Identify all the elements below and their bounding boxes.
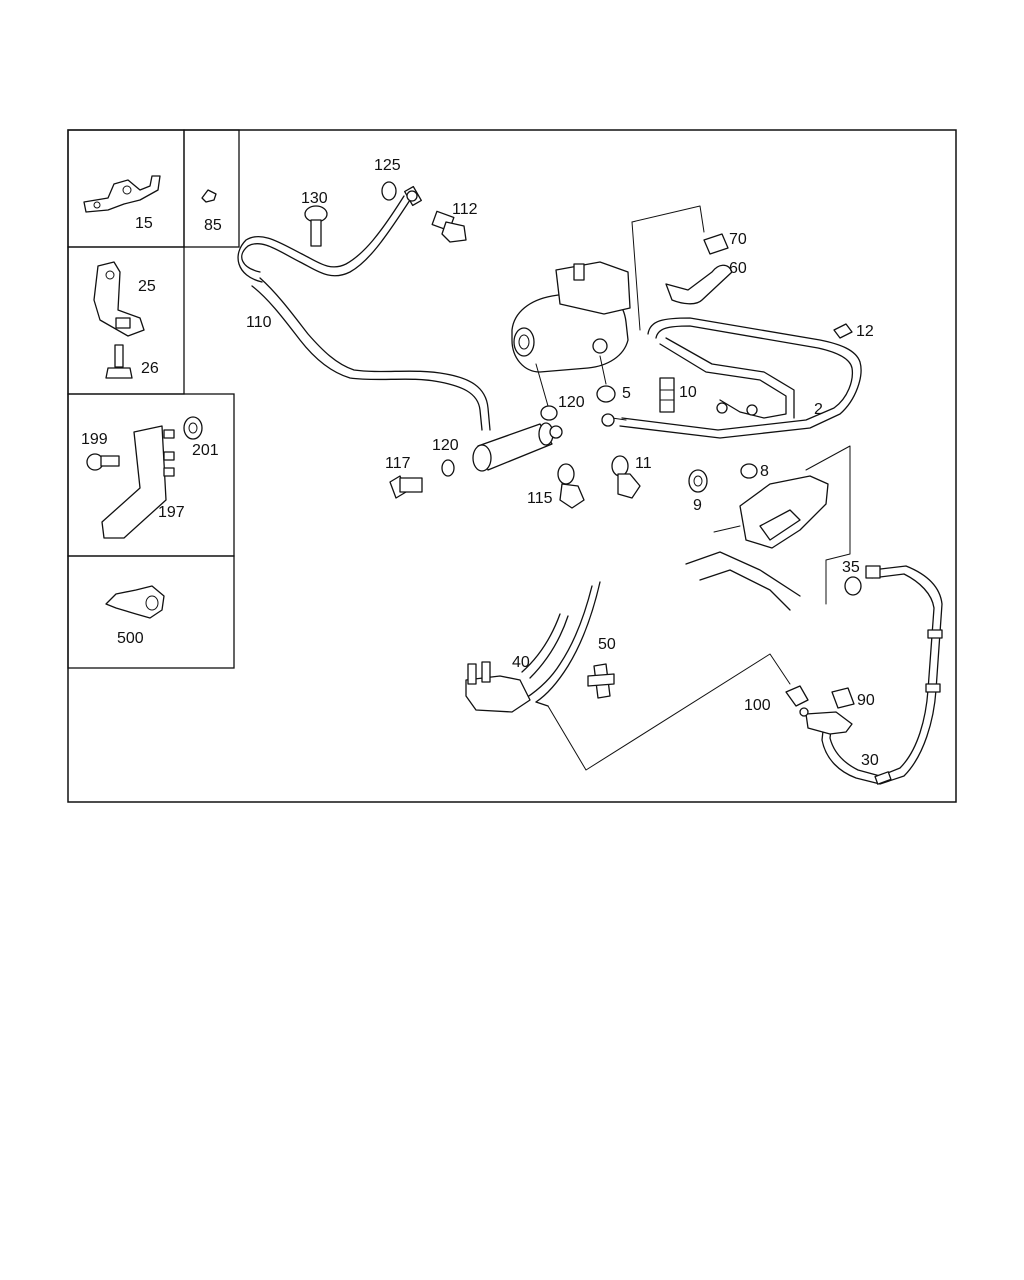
bracket-197-drawing	[101, 425, 175, 539]
bolt-117-drawing	[389, 475, 423, 499]
washer-35-drawing	[844, 576, 862, 596]
label-11: 11	[635, 455, 652, 472]
label-85: 85	[204, 217, 222, 234]
label-120-lower: 120	[432, 437, 459, 454]
label-40: 40	[512, 654, 530, 671]
label-117: 117	[385, 455, 411, 472]
pump-body-drawing	[511, 261, 631, 373]
label-8: 8	[760, 463, 769, 480]
leader-5-pump	[599, 355, 607, 385]
washer-120-upper-drawing	[540, 405, 558, 421]
inset-box-85	[183, 129, 240, 248]
washer-8-drawing	[740, 463, 758, 479]
label-50: 50	[598, 636, 616, 653]
nut-201-drawing	[183, 416, 203, 440]
bolt-112-drawing	[431, 210, 467, 243]
label-5: 5	[622, 385, 631, 402]
fitting-drawing	[601, 413, 615, 427]
steering-gear-drawing	[685, 475, 829, 611]
bolt-199-drawing	[86, 453, 120, 471]
washer-120-lower-drawing	[441, 459, 455, 477]
label-25: 25	[138, 278, 156, 295]
washer-125-drawing	[381, 181, 397, 201]
label-201: 201	[192, 442, 219, 459]
label-110: 110	[246, 314, 272, 331]
label-60: 60	[729, 260, 747, 277]
label-130: 130	[301, 190, 328, 207]
part-9-drawing	[688, 469, 708, 493]
valve-10-drawing	[659, 377, 675, 413]
label-199: 199	[81, 431, 108, 448]
bracket-25-drawing	[93, 261, 145, 337]
clip-50-drawing	[587, 663, 615, 699]
leader-120-pump	[535, 363, 549, 407]
label-12: 12	[856, 323, 874, 340]
clamp-90-drawing	[805, 687, 855, 735]
label-90: 90	[857, 692, 875, 709]
label-2: 2	[814, 401, 823, 418]
pipe-2-drawing	[619, 317, 862, 439]
leader-40-100	[547, 653, 791, 771]
reservoir-drawing	[472, 422, 563, 472]
bracket-15-drawing	[83, 175, 161, 213]
label-30: 30	[861, 752, 879, 769]
bolt-26-drawing	[105, 344, 133, 379]
label-112: 112	[452, 201, 478, 218]
label-125: 125	[374, 157, 401, 174]
label-10: 10	[679, 384, 697, 401]
inset-boxes	[67, 129, 240, 669]
pipe-30-drawing	[821, 565, 943, 785]
washer-5-drawing	[596, 385, 616, 403]
pipe-40-drawing	[465, 581, 601, 713]
hose-60-drawing	[665, 233, 733, 305]
label-70: 70	[729, 231, 747, 248]
label-100: 100	[744, 697, 771, 714]
label-35: 35	[842, 559, 860, 576]
leader-70-60	[631, 205, 705, 233]
hose-110-drawing	[237, 185, 491, 431]
clip-85-drawing	[201, 189, 217, 203]
bolt-130-drawing	[304, 205, 328, 247]
bracket-500-drawing	[105, 585, 165, 619]
clip-100-drawing	[785, 685, 809, 717]
label-120-upper: 120	[558, 394, 585, 411]
banjo-115-drawing	[557, 463, 585, 509]
label-9: 9	[693, 497, 702, 514]
label-197: 197	[158, 504, 185, 521]
label-115: 115	[527, 490, 553, 507]
inset-box-500	[67, 555, 235, 669]
label-15: 15	[135, 215, 153, 232]
label-500: 500	[117, 630, 144, 647]
banjo-11-drawing	[611, 455, 641, 499]
label-26: 26	[141, 360, 159, 377]
clamp-12-drawing	[833, 323, 853, 339]
leader-70-pump	[631, 221, 641, 331]
leader-steering-gear	[805, 445, 851, 605]
